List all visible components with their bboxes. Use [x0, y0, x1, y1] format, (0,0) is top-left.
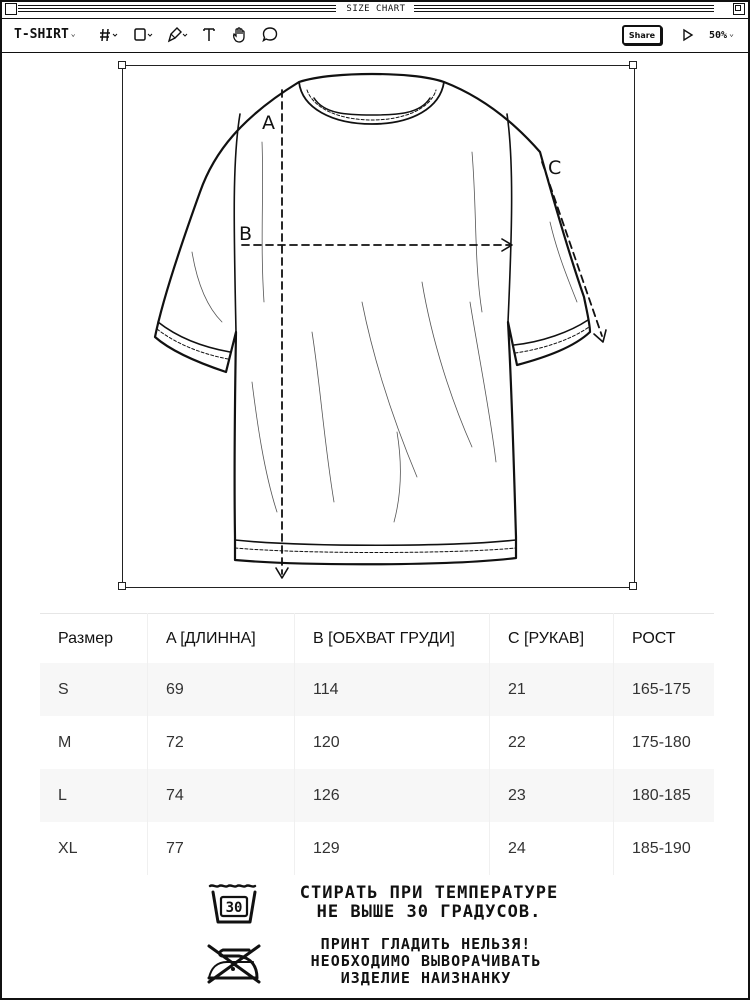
column-header: C [РУКАВ]	[489, 613, 614, 663]
share-button[interactable]: Share	[622, 25, 662, 45]
table-cell: 69	[147, 663, 295, 716]
table-row: S 69 114 21 165-175	[40, 663, 714, 716]
comment-icon	[262, 27, 278, 43]
pen-tool-button[interactable]	[166, 25, 190, 45]
zoom-window-button[interactable]	[733, 3, 745, 15]
table-row: XL 77 129 24 185-190	[40, 822, 714, 875]
iron-instruction-line: НЕОБХОДИМО ВЫВОРАЧИВАТЬ	[310, 952, 542, 970]
column-header: A [ДЛИННА]	[147, 613, 295, 663]
table-header-row: Размер A [ДЛИННА] B [ОБХВАТ ГРУДИ] C [РУ…	[40, 613, 714, 663]
title-bar[interactable]: SIZE CHART	[2, 2, 748, 19]
chevron-down-icon: ⌄	[729, 29, 734, 38]
table-cell: 24	[489, 822, 614, 875]
iron-instruction-line: ПРИНТ ГЛАДИТЬ НЕЛЬЗЯ!	[320, 935, 532, 953]
table-cell: 175-180	[613, 716, 714, 769]
table-cell: XL	[40, 822, 148, 875]
shape-tool-button[interactable]	[133, 25, 155, 45]
table-cell: L	[40, 769, 148, 822]
present-button[interactable]	[681, 25, 695, 45]
text-icon	[203, 28, 215, 41]
selected-frame[interactable]	[122, 65, 635, 588]
table-row: L 74 126 23 180-185	[40, 769, 714, 822]
resize-handle-top-right[interactable]	[629, 61, 637, 69]
rectangle-icon	[134, 28, 153, 41]
play-icon	[683, 28, 694, 42]
table-cell: 77	[147, 822, 295, 875]
table-cell: 165-175	[613, 663, 714, 716]
column-header: B [ОБХВАТ ГРУДИ]	[294, 613, 490, 663]
zoom-level: 50%	[709, 30, 728, 41]
no-iron-icon	[207, 944, 261, 984]
window-title: SIZE CHART	[346, 4, 406, 14]
hand-icon	[232, 27, 245, 43]
frame-tool-button[interactable]	[98, 25, 120, 45]
pen-icon	[167, 27, 188, 43]
table-cell: 120	[294, 716, 490, 769]
measurement-label-a: A	[262, 112, 275, 134]
table-cell: 22	[489, 716, 614, 769]
table-cell: 114	[294, 663, 490, 716]
text-tool-button[interactable]	[201, 25, 217, 45]
table-cell: 23	[489, 769, 614, 822]
hash-icon	[100, 28, 118, 42]
measurement-label-c: C	[548, 157, 562, 179]
column-header: Размер	[40, 613, 148, 663]
table-cell: 126	[294, 769, 490, 822]
table-row: M 72 120 22 175-180	[40, 716, 714, 769]
chevron-down-icon: ⌄	[70, 29, 76, 38]
table-cell: 21	[489, 663, 614, 716]
close-window-button[interactable]	[5, 3, 17, 15]
document-name-menu[interactable]: T-SHIRT⌄	[14, 27, 76, 42]
table-cell: 180-185	[613, 769, 714, 822]
title-bar-stripes-left	[18, 5, 336, 14]
resize-handle-top-left[interactable]	[118, 61, 126, 69]
zoom-level-menu[interactable]: 50%⌄	[709, 29, 734, 41]
iron-instruction-line: ИЗДЕЛИЕ НАИЗНАНКУ	[340, 969, 512, 987]
hand-tool-button[interactable]	[231, 25, 249, 45]
table-cell: 129	[294, 822, 490, 875]
title-bar-stripes-right	[414, 5, 714, 14]
size-table: Размер A [ДЛИННА] B [ОБХВАТ ГРУДИ] C [РУ…	[40, 613, 714, 875]
table-cell: 185-190	[613, 822, 714, 875]
iron-instructions: ПРИНТ ГЛАДИТЬ НЕЛЬЗЯ! НЕОБХОДИМО ВЫВОРАЧ…	[281, 936, 571, 987]
wash-30-icon: 30	[208, 884, 257, 924]
wash-instruction-line: НЕ ВЫШЕ 30 ГРАДУСОВ.	[316, 902, 542, 922]
table-cell: S	[40, 663, 148, 716]
resize-handle-bottom-right[interactable]	[629, 582, 637, 590]
table-cell: M	[40, 716, 148, 769]
wash-instruction-line: СТИРАТЬ ПРИ ТЕМПЕРАТУРЕ	[299, 883, 559, 903]
wash-instructions: СТИРАТЬ ПРИ ТЕМПЕРАТУРЕ НЕ ВЫШЕ 30 ГРАДУ…	[264, 884, 594, 922]
table-cell: 74	[147, 769, 295, 822]
document-name: T-SHIRT	[14, 27, 69, 42]
wash-temperature: 30	[226, 900, 243, 916]
comment-tool-button[interactable]	[261, 25, 279, 45]
column-header: РОСТ	[613, 613, 714, 663]
table-cell: 72	[147, 716, 295, 769]
measurement-label-b: B	[239, 223, 253, 245]
toolbar: T-SHIRT⌄	[2, 19, 748, 53]
resize-handle-bottom-left[interactable]	[118, 582, 126, 590]
